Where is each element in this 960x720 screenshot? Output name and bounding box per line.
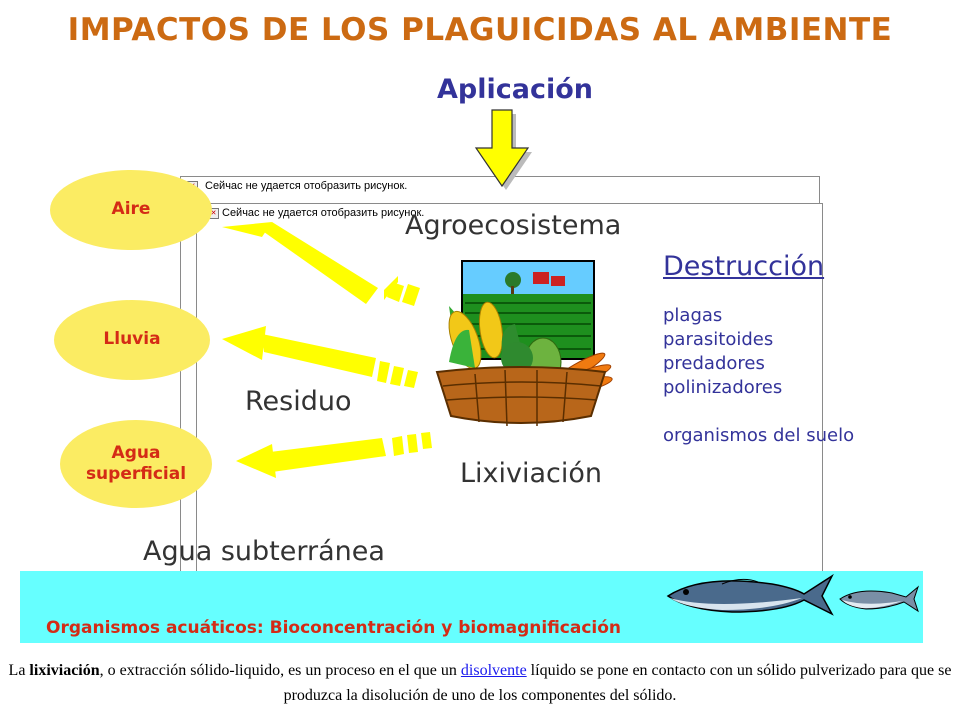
fish-large-icon bbox=[666, 573, 834, 616]
placeholder-text-2: Сейчас не удается отобразить рисунок. bbox=[222, 207, 425, 219]
lluvia-label: Lluvia bbox=[103, 329, 161, 350]
destruction-panel: Destrucción plagas parasitoides predador… bbox=[663, 248, 854, 448]
residuo-label: Residuo bbox=[245, 386, 352, 417]
destruction-item: predadores bbox=[663, 353, 765, 374]
oval-lluvia: Lluvia bbox=[54, 300, 210, 380]
fish-small-icon bbox=[839, 585, 920, 613]
destruction-item: polinizadores bbox=[663, 377, 783, 398]
placeholder-text-1: Сейчас не удается отобразить рисунок. bbox=[205, 180, 408, 192]
arrow-to-agua-superficial-icon bbox=[236, 432, 432, 478]
application-arrow-icon bbox=[474, 109, 532, 190]
destruction-heading: Destrucción bbox=[663, 251, 825, 282]
destruction-extra: organismos del suelo bbox=[663, 425, 855, 446]
agroecosystem-basket-icon bbox=[435, 260, 613, 427]
application-label: Aplicación bbox=[437, 74, 593, 105]
aire-label: Aire bbox=[111, 199, 151, 220]
agroecosystem-label: Agroecosistema bbox=[405, 210, 622, 241]
lixiviacion-label: Lixiviación bbox=[460, 458, 603, 489]
destruction-item: plagas bbox=[663, 305, 723, 326]
aquatic-label: Organismos acuáticos: Bioconcentración y… bbox=[46, 618, 622, 638]
groundwater-label: Agua subterránea bbox=[143, 536, 385, 567]
oval-agua-superficial: Agua superficial bbox=[60, 420, 212, 508]
page-title: IMPACTOS DE LOS PLAGUICIDAS AL AMBIENTE bbox=[67, 12, 893, 48]
destruction-item: parasitoides bbox=[663, 329, 774, 350]
footnote: La lixiviación, o extracción sólido-liqu… bbox=[8, 662, 952, 704]
disolvente-link[interactable]: disolvente bbox=[460, 662, 527, 679]
arrow-to-aire-icon bbox=[222, 222, 420, 306]
lixiviacion-term: lixiviación bbox=[29, 662, 100, 679]
agua-superficial-label: Agua superficial bbox=[85, 442, 187, 484]
arrow-to-lluvia-icon bbox=[222, 326, 418, 388]
oval-aire: Aire bbox=[50, 170, 212, 250]
